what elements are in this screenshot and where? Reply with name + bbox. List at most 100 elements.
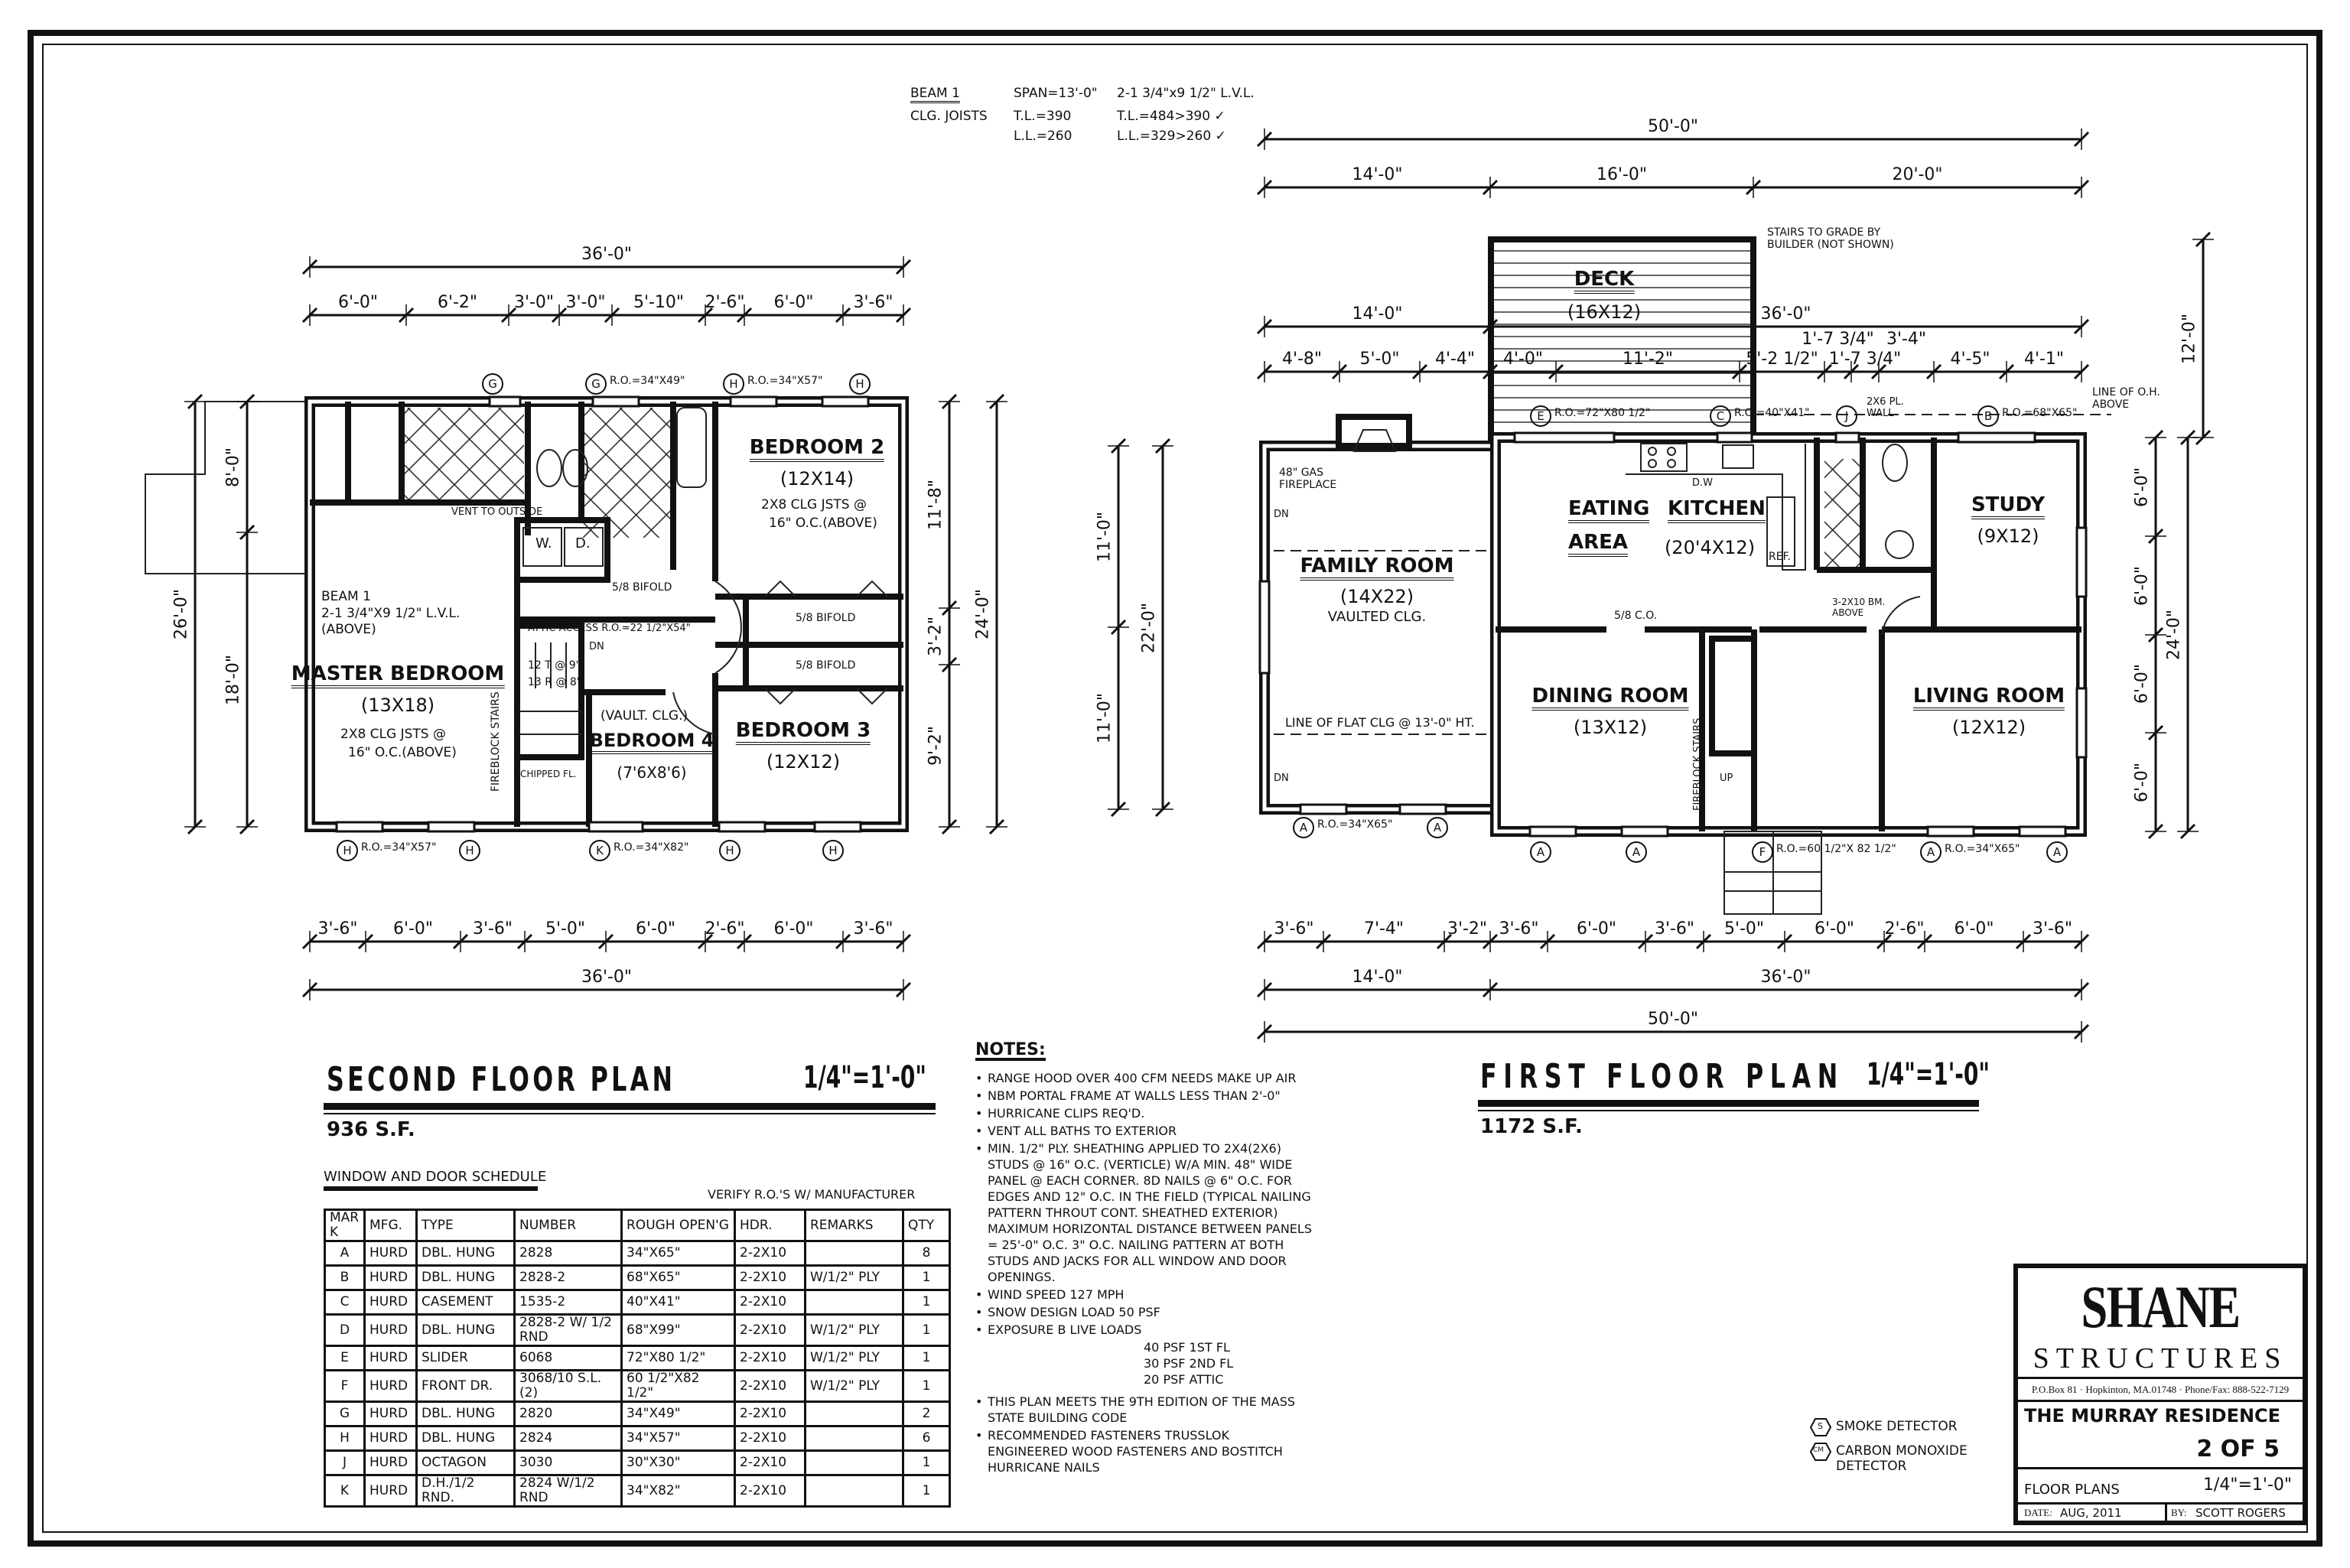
window-mark: A [1530, 841, 1551, 863]
risers-label: 13 R @ 8" [528, 676, 582, 688]
windows [1258, 431, 2088, 838]
note-item: MIN. 1/2" PLY. SHEATHING APPLIED TO 2x4(… [975, 1140, 1312, 1285]
dryer [564, 527, 604, 567]
dimension-label: 12'-0" [2179, 313, 2199, 364]
fireblock-label: FIREBLOCK STAIRS [490, 691, 502, 792]
dimension-label: 6'-0" [2132, 663, 2152, 704]
beam-above-note: 3-2x10 BM. ABOVE [1832, 597, 1886, 618]
room-label-area: AREA [1568, 531, 1629, 557]
rough-opening-label: R.O.=68"x65" [2002, 407, 2078, 419]
dimension-label: 5'-10" [633, 293, 685, 312]
co-detector-icon [1809, 1443, 1832, 1461]
date-by-divider [2165, 1502, 2167, 1523]
beam-note-span: SPAN=13'-0" [1014, 86, 1098, 101]
schedule-header: HDR. [734, 1209, 806, 1242]
dimension-label: 6'-0" [1576, 919, 1617, 939]
note-item: THIS PLAN MEETS THE 9TH EDITION OF THE M… [975, 1394, 1312, 1426]
schedule-cell [804, 1240, 904, 1267]
room-label-master-bedroom: MASTER BEDROOM [291, 662, 505, 688]
bifold-door [764, 580, 888, 705]
dimension-label: 26'-0" [171, 588, 191, 640]
fixtures [520, 407, 888, 735]
schedule-cell: 8 [902, 1240, 951, 1267]
room-label-bedroom-2: BEDROOM 2 [749, 436, 885, 462]
dimension-label: 4'-0" [1502, 350, 1544, 369]
dimension-label: 3'-6" [2032, 919, 2073, 939]
by-label: BY: [2171, 1507, 2187, 1518]
dimension-label: 20'-0" [1892, 165, 1943, 184]
rough-opening-label: R.O.=34"x82" [614, 841, 689, 854]
dimension-label: 24'-0" [2164, 609, 2184, 660]
tile-floor-bath-2 [581, 408, 673, 538]
dimension-label: 3'-6" [853, 293, 893, 312]
sheet-border-outer [28, 30, 2322, 1547]
dimension-label: 3'-2" [926, 616, 946, 657]
room-label-deck: DECK [1574, 268, 1635, 294]
dimension-label: 6'-2" [437, 293, 478, 312]
room-label-kitchen: KITCHEN [1668, 497, 1766, 523]
dimension-label: 6'-0" [1954, 919, 1994, 939]
schedule-cell: W/1/2" PLY [804, 1264, 904, 1291]
schedule-header: MFG. [363, 1209, 418, 1242]
schedule-cell: 3068/10 S.L.(2) [513, 1369, 623, 1403]
dimension-label: 3'-2" [1447, 919, 1488, 939]
window-mark: J [1836, 405, 1857, 427]
refrigerator [1766, 496, 1795, 567]
dimension-label: 18'-0" [223, 654, 243, 705]
dimension-label: 3'-6" [1654, 919, 1695, 939]
dimension-label: 1'-7 3/4" [1828, 350, 1902, 369]
kitchen-sink [1722, 444, 1754, 469]
window-mark: G [585, 373, 607, 395]
schedule-cell: 1 [902, 1264, 951, 1291]
fixtures [1274, 414, 2111, 915]
window-mark: E [1530, 405, 1551, 427]
dimension-label: 4'-5" [1950, 350, 1990, 369]
window-mark: A [2046, 841, 2068, 863]
dimension-label: 22'-0" [1139, 602, 1159, 653]
room-label-dining-room: DINING ROOM [1531, 685, 1689, 711]
schedule-title: WINDOW AND DOOR SCHEDULE [324, 1169, 546, 1191]
door-swing [714, 581, 742, 674]
dimension-label: 36'-0" [581, 245, 633, 264]
washer-label: W. [535, 535, 552, 551]
dimension-label: 50'-0" [1647, 117, 1699, 136]
dimension-label: 36'-0" [1760, 968, 1811, 987]
rough-opening-label: R.O.=72"x80 1/2" [1554, 407, 1651, 419]
room-size-deck: (16x12) [1567, 301, 1642, 323]
beam-note-tl: T.L.=390 [1014, 109, 1072, 124]
window-mark: C [1710, 405, 1731, 427]
room-note-bedroom-4: (VAULT. CLG.) [601, 708, 688, 724]
room-label-bedroom-3: BEDROOM 3 [735, 719, 871, 745]
schedule-cell: DBL. HUNG [415, 1400, 516, 1427]
drawing-scale: 1/4"=1'-0" [2202, 1475, 2292, 1495]
schedule-cell: 2-2x10 [734, 1345, 806, 1371]
schedule-cell: 1 [902, 1345, 951, 1371]
schedule-cell: SLIDER [415, 1345, 516, 1371]
dimension-label: 11'-0" [1095, 692, 1115, 744]
dimension-label: 11'-2" [1622, 350, 1674, 369]
dimension-lines [184, 128, 2214, 1043]
note-item: 20 PSF ATTIC [1144, 1372, 1224, 1387]
dimension-label: 6'-0" [1814, 919, 1855, 939]
room-size-dining-room: (13x12) [1573, 717, 1648, 738]
window-mark: H [849, 373, 871, 395]
cased-opening-label: 5/8 C.O. [1614, 610, 1658, 622]
down-label: DN [1274, 773, 1289, 784]
second-floor-area: 936 S.F. [327, 1118, 415, 1141]
schedule-cell: 34"x49" [620, 1400, 736, 1427]
schedule-cell: 1 [902, 1474, 951, 1508]
schedule-cell: 1 [902, 1289, 951, 1316]
schedule-cell: 2-2x10 [734, 1474, 806, 1508]
schedule-cell: DBL. HUNG [415, 1425, 516, 1452]
schedule-cell: 2-2x10 [734, 1264, 806, 1291]
schedule-header: REMARKS [804, 1209, 904, 1242]
note-item: WIND SPEED 127 MPH [975, 1287, 1312, 1303]
second-floor-title: SECOND FLOOR PLAN [327, 1060, 676, 1099]
down-label: DN [589, 641, 604, 652]
schedule-cell: 2-2x10 [734, 1289, 806, 1316]
